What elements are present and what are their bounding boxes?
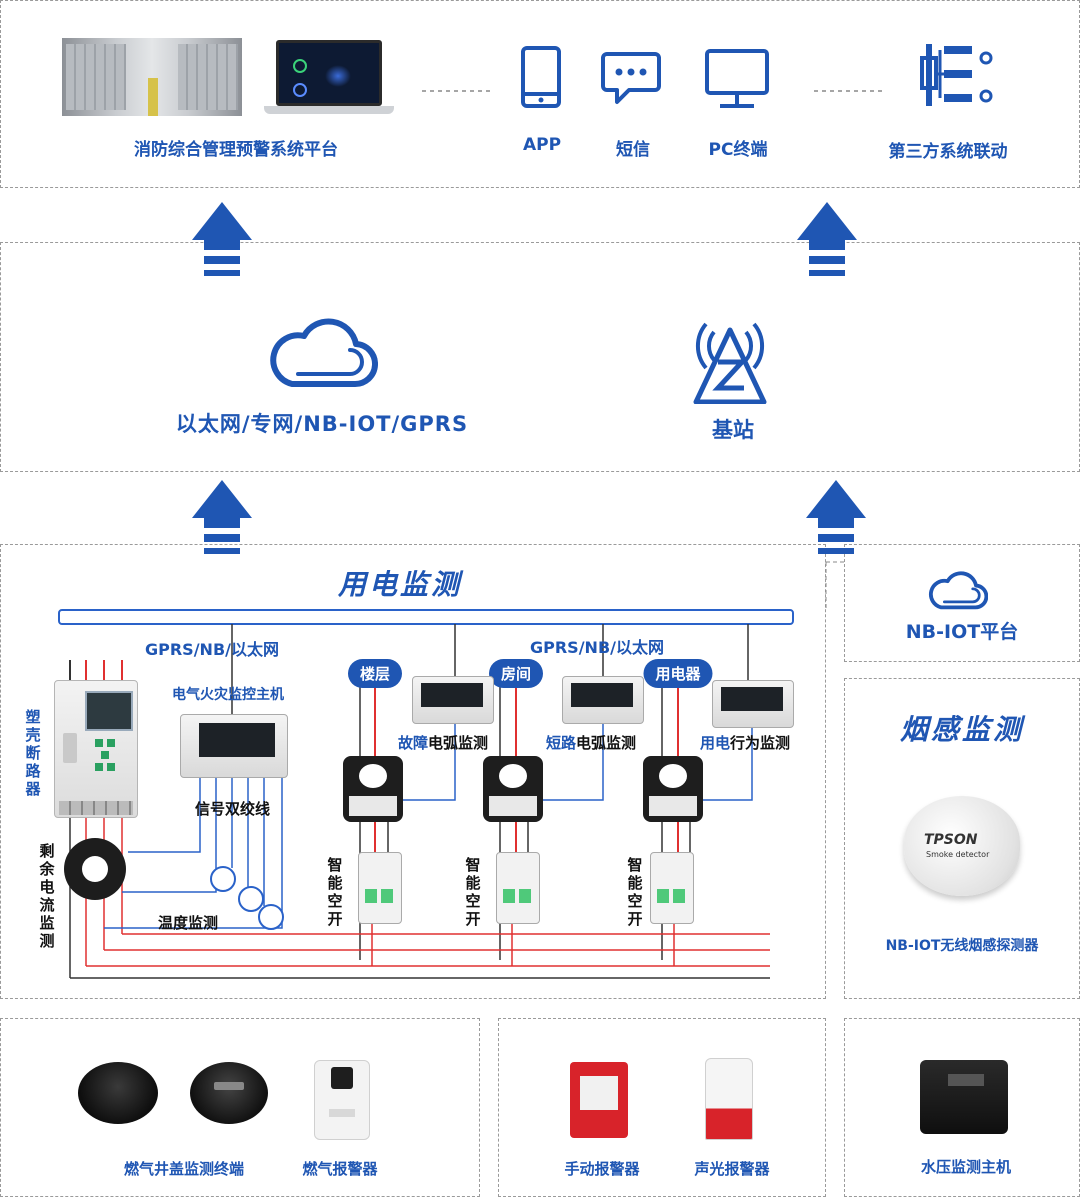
sound-light-alarm-device	[705, 1058, 753, 1140]
gas-alarm-label: 燃气报警器	[302, 1160, 378, 1178]
system-link-icon	[920, 44, 993, 106]
water-pressure-host	[920, 1060, 1008, 1134]
residual-current-transformer	[64, 838, 126, 900]
behavior-prefix: 用电	[700, 734, 731, 752]
temperature-sensor	[210, 866, 236, 892]
app-label: APP	[522, 135, 562, 155]
manual-alarm-label: 手动报警器	[564, 1160, 640, 1178]
sms-label: 短信	[616, 140, 650, 160]
signal-cable-label: 信号双绞线	[195, 800, 271, 818]
split-core-ct	[343, 756, 403, 822]
manhole-terminal-2	[190, 1062, 268, 1124]
third-party-label: 第三方系统联动	[888, 142, 1008, 162]
breaker-label: 塑壳断路器	[25, 708, 41, 798]
pc-label: PC终端	[708, 140, 768, 160]
behavior-label: 用电行为监测	[700, 732, 790, 753]
cloud-icon	[928, 571, 988, 610]
split-core-ct	[643, 756, 703, 822]
tag-appliance: 用电器	[643, 659, 713, 688]
platform-label: 消防综合管理预警系统平台	[134, 140, 338, 160]
monitor-icon	[705, 49, 769, 108]
up-arrow-icon	[806, 480, 866, 554]
smart-air-switch	[650, 852, 694, 924]
temperature-sensor	[258, 904, 284, 930]
base-station-label: 基站	[712, 418, 754, 442]
short-arc-label: 短路电弧监测	[546, 732, 636, 753]
smoke-detector-label: NB-IOT无线烟感探测器	[885, 938, 1039, 954]
smoke-brand-sub: Smoke detector	[926, 850, 990, 859]
smoke-brand: TPSON	[924, 832, 978, 848]
water-pressure-label: 水压监测主机	[920, 1158, 1012, 1176]
smart-air-switch	[358, 852, 402, 924]
base-station-icon	[693, 322, 767, 404]
manhole-terminal-label: 燃气井盖监测终端	[123, 1160, 245, 1178]
molded-case-breaker	[54, 680, 138, 818]
residual-current-label: 剩余电流监测	[39, 842, 55, 950]
bus-label-left: GPRS/NB/以太网	[145, 640, 279, 659]
bus-label-right: GPRS/NB/以太网	[530, 638, 664, 657]
smoke-detector: TPSON Smoke detector	[904, 796, 1020, 896]
fault-arc-suffix: 电弧监测	[428, 734, 489, 752]
smart-air-switch	[496, 852, 540, 924]
manual-alarm-device	[570, 1062, 628, 1138]
up-arrow-icon	[797, 202, 857, 276]
host-label: 电气火灾监控主机	[172, 687, 284, 703]
power-monitoring-section	[0, 544, 826, 999]
temperature-label: 温度监测	[158, 914, 219, 932]
short-circuit-arc-module	[562, 676, 644, 724]
manhole-terminal-1	[78, 1062, 158, 1124]
smart-switch-label: 智能空开	[327, 856, 343, 928]
split-core-ct	[483, 756, 543, 822]
nbiot-platform-label: NB-IOT平台	[905, 621, 1019, 643]
short-arc-suffix: 电弧监测	[576, 734, 637, 752]
control-room-photo	[62, 38, 242, 116]
short-arc-prefix: 短路	[546, 734, 577, 752]
fault-arc-label: 故障电弧监测	[398, 732, 488, 753]
fault-arc-module	[412, 676, 494, 724]
tag-floor: 楼层	[347, 659, 403, 688]
usage-behavior-module	[712, 680, 794, 728]
fault-arc-prefix: 故障	[398, 734, 429, 752]
network-label: 以太网/专网/NB-IOT/GPRS	[175, 412, 469, 436]
smart-switch-label: 智能空开	[627, 856, 643, 928]
sound-light-alarm-label: 声光报警器	[694, 1160, 770, 1178]
phone-icon	[521, 46, 561, 108]
up-arrow-icon	[192, 202, 252, 276]
tag-room: 房间	[488, 659, 544, 688]
fire-monitoring-host	[180, 714, 288, 778]
power-monitoring-title: 用电监测	[337, 568, 463, 601]
smoke-monitoring-title: 烟感监测	[899, 713, 1025, 746]
temperature-sensor	[238, 886, 264, 912]
gas-alarm-device	[314, 1060, 370, 1140]
up-arrow-icon	[192, 480, 252, 554]
sms-chat-icon	[601, 52, 661, 104]
smart-switch-label: 智能空开	[465, 856, 481, 928]
cloud-icon	[270, 318, 378, 388]
laptop-dashboard	[264, 40, 394, 116]
behavior-suffix: 行为监测	[730, 734, 791, 752]
